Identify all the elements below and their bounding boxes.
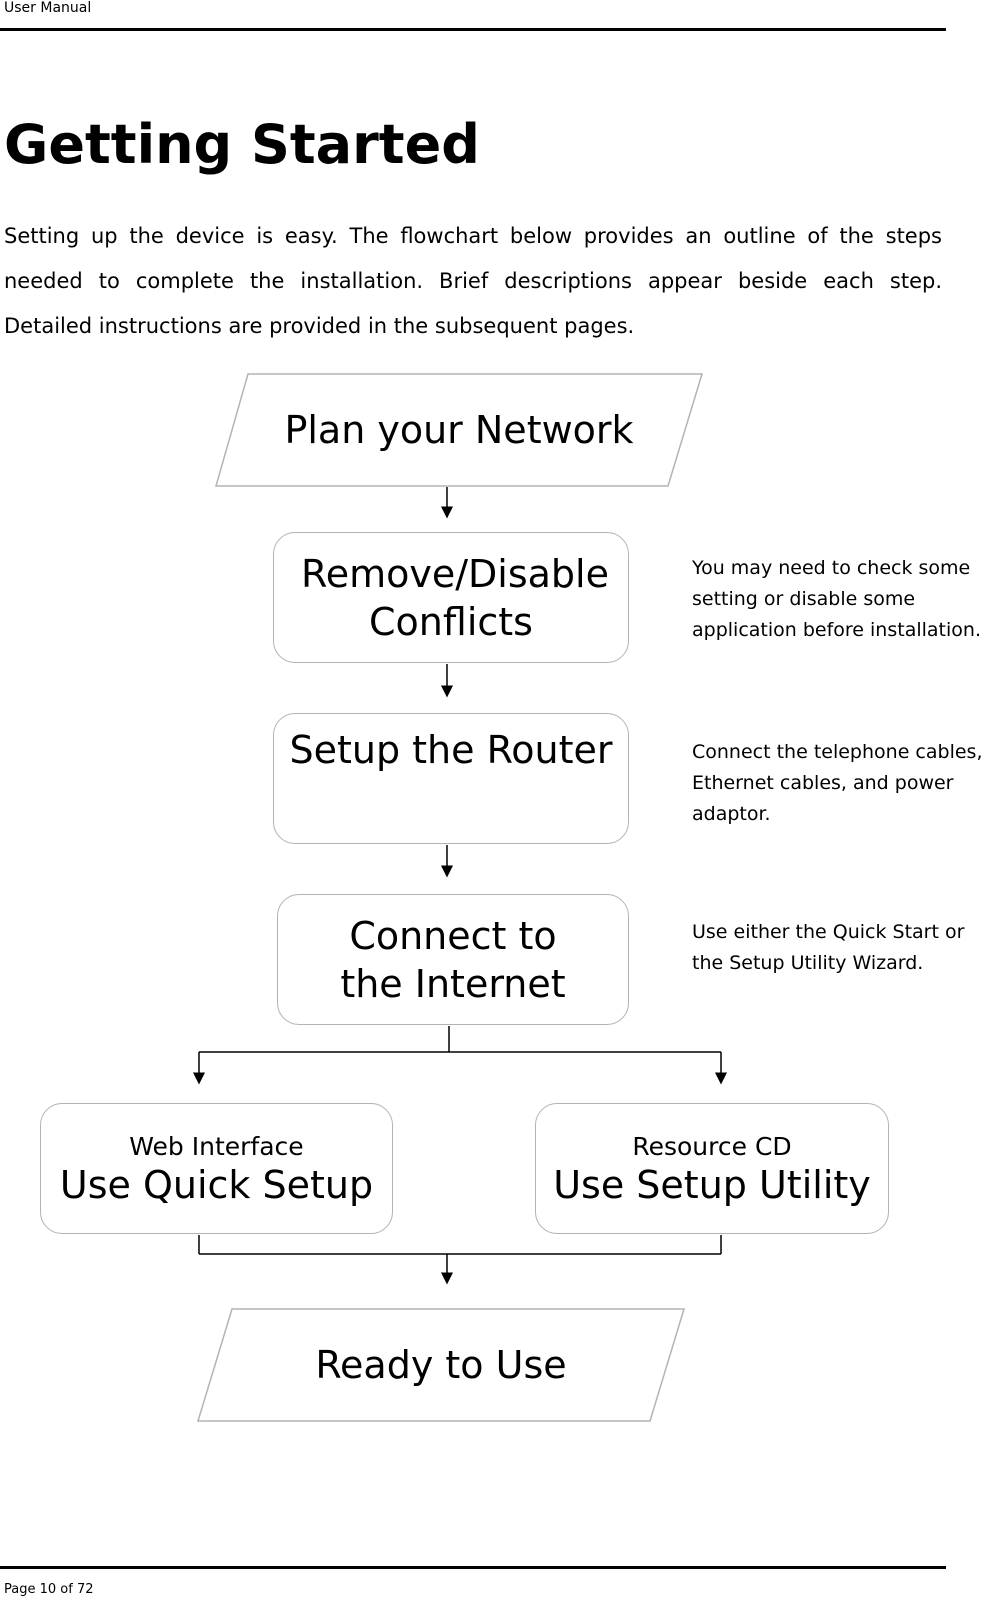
use-setup-utility-label: Use Setup Utility	[553, 1162, 871, 1207]
running-header: User Manual	[4, 0, 92, 16]
start-parallelogram-shape	[215, 373, 704, 487]
use-quick-setup-label: Use Quick Setup	[59, 1162, 374, 1207]
connect-internet-label: Connect to the Internet	[340, 913, 566, 1006]
connect-internet-step: Connect to the Internet	[277, 894, 629, 1025]
setup-router-label: Setup the Router	[289, 728, 613, 772]
page-number: Page 10 of 72	[4, 1582, 94, 1597]
end-step-label: Ready to Use	[315, 1343, 567, 1387]
remove-conflicts-label: Remove/Disable Conflicts	[301, 551, 609, 644]
remove-conflicts-step: Remove/Disable Conflicts	[273, 532, 629, 663]
end-parallelogram-shape	[196, 1308, 686, 1422]
start-step-label: Plan your Network	[284, 408, 634, 452]
resource-cd-step: Resource CD Use Setup Utility	[535, 1103, 889, 1234]
end-step: Ready to Use	[198, 1309, 684, 1421]
header-rule	[0, 28, 946, 31]
footer-rule	[0, 1566, 946, 1569]
page-title: Getting Started	[4, 113, 480, 176]
connect-internet-note: Use either the Quick Start or the Setup …	[692, 921, 965, 974]
web-interface-caption: Web Interface	[129, 1131, 304, 1161]
intro-paragraph: Setting up the device is easy. The flowc…	[4, 224, 942, 338]
setup-router-step: Setup the Router	[273, 713, 629, 844]
web-interface-step: Web Interface Use Quick Setup	[40, 1103, 393, 1234]
start-step: Plan your Network	[216, 374, 702, 486]
remove-conflicts-note: You may need to check some setting or di…	[692, 557, 981, 641]
resource-cd-caption: Resource CD	[632, 1131, 792, 1161]
setup-router-note: Connect the telephone cables, Ethernet c…	[692, 741, 983, 825]
